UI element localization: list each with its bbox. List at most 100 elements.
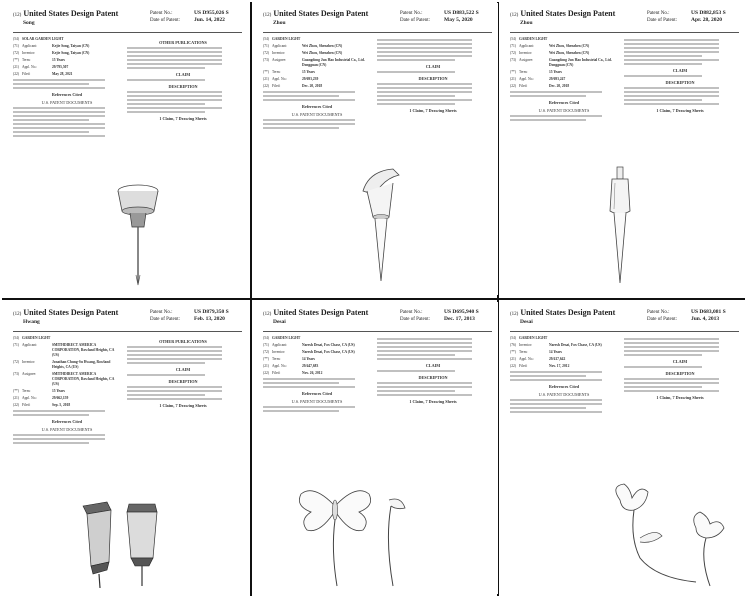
field-assignee: SMITHDIRECT AMERICA CORPORATION, Rowland… bbox=[52, 372, 115, 386]
field-filed: Sep. 5, 2018 bbox=[52, 403, 71, 407]
garden-light-drawing bbox=[362, 168, 400, 282]
claims-footer: 1 Claim, 7 Drawing Sheets bbox=[409, 399, 457, 404]
section-heading: OTHER PUBLICATIONS bbox=[159, 40, 207, 45]
patent-number: US D883,522 S bbox=[444, 10, 479, 16]
section-heading: U.S. PATENT DOCUMENTS bbox=[41, 427, 93, 432]
description-column: CLAIM DESCRIPTION 1 Claim, 7 Drawing She… bbox=[624, 336, 736, 402]
field-title: GARDEN LIGHT bbox=[272, 336, 301, 340]
field-assignee: Guangdong Jun Hao Industrial Co., Ltd. D… bbox=[302, 58, 365, 67]
patent-header-title: United States Design Patent bbox=[520, 9, 616, 18]
section-heading: References Cited bbox=[51, 92, 83, 97]
field-inventor: Wei Zhou, Shenzhen (CN) bbox=[302, 51, 343, 55]
patent-date-label: Date of Patent: bbox=[647, 317, 677, 322]
patent-header-title: United States Design Patent bbox=[520, 308, 616, 317]
field-appl-no: 29/795,507 bbox=[52, 65, 69, 69]
field-applicant: SMITHDIRECT AMERICA CORPORATION, Rowland… bbox=[52, 343, 115, 357]
patent-number: US D695,940 S bbox=[444, 309, 479, 315]
section-heading: CLAIM bbox=[672, 359, 688, 364]
section-heading: References Cited bbox=[548, 384, 580, 389]
patent-date: Apr. 28, 2020 bbox=[691, 17, 722, 23]
patent-header: (12)United States Design Patent Zhou Pat… bbox=[510, 9, 739, 33]
patent-panel-5: (12)United States Design Patent Desai Pa… bbox=[253, 302, 498, 594]
section-heading: U.S. PATENT DOCUMENTS bbox=[291, 399, 343, 404]
patent-date-label: Date of Patent: bbox=[150, 317, 180, 322]
patent-date-label: Date of Patent: bbox=[150, 18, 180, 23]
field-appl-no: 29/417,642 bbox=[549, 357, 566, 361]
patent-number-label: Patent No.: bbox=[400, 11, 423, 16]
field-appl-no: 29/693,247 bbox=[549, 77, 566, 81]
section-heading: References Cited bbox=[301, 391, 333, 396]
patent-date-label: Date of Patent: bbox=[400, 317, 430, 322]
inventor-name: Zhou bbox=[520, 20, 533, 26]
patent-date-label: Date of Patent: bbox=[400, 18, 430, 23]
field-applicant: Wei Zhou, Shenzhen (CN) bbox=[549, 44, 590, 48]
patent-number: US D879,350 S bbox=[194, 309, 229, 315]
patent-header-title: United States Design Patent bbox=[23, 9, 119, 18]
patent-header: (12)United States Design Patent Desai Pa… bbox=[263, 308, 492, 332]
patent-header-title: United States Design Patent bbox=[273, 308, 369, 317]
bibliographic-column: (54)GARDEN LIGHT (71)Applicant:SMITHDIRE… bbox=[13, 336, 121, 446]
field-inventor: Kejie Song, Taiyan (CN) bbox=[52, 51, 90, 55]
patent-header: (12)United States Design Patent Hwang Pa… bbox=[13, 308, 242, 332]
field-title: GARDEN LIGHT bbox=[272, 37, 301, 41]
field-filed: Dec. 20, 2018 bbox=[549, 84, 570, 88]
section-heading: CLAIM bbox=[425, 64, 441, 69]
section-heading: U.S. PATENT DOCUMENTS bbox=[538, 108, 590, 113]
claims-footer: 1 Claim, 7 Drawing Sheets bbox=[656, 108, 704, 113]
patent-header: (12)United States Design Patent Desai Pa… bbox=[510, 308, 739, 332]
patent-panel-1: (12)United States Design Patent Song Pat… bbox=[3, 3, 248, 295]
field-applicant: Naresh Desai, Fox Chase, CA (US) bbox=[302, 343, 355, 347]
field-title: SOLAR GARDEN LIGHT bbox=[22, 37, 64, 41]
inventor-name: Desai bbox=[520, 319, 533, 325]
section-heading: DESCRIPTION bbox=[665, 371, 695, 376]
field-filed: Dec. 20, 2018 bbox=[302, 84, 323, 88]
field-inventor: Wei Zhou, Shenzhen (CN) bbox=[549, 51, 590, 55]
field-inventor: Naresh Desai, Fox Chase, CA (US) bbox=[302, 350, 355, 354]
inventor-name: Desai bbox=[273, 319, 286, 325]
section-heading: CLAIM bbox=[425, 363, 441, 368]
patent-number: US D683,081 S bbox=[691, 309, 726, 315]
field-term: 15 Years bbox=[52, 389, 65, 393]
inventor-name: Hwang bbox=[23, 319, 40, 325]
description-column: OTHER PUBLICATIONS CLAIM DESCRIPTION 1 C… bbox=[127, 37, 239, 123]
field-inventor: Naresh Desai, Fox Chase, CA (US) bbox=[549, 343, 602, 347]
inventor-name: Zhou bbox=[273, 20, 286, 26]
patent-date: Jun. 14, 2022 bbox=[194, 17, 225, 23]
section-heading: References Cited bbox=[548, 100, 580, 105]
patent-header: (12)United States Design Patent Song Pat… bbox=[13, 9, 242, 33]
patent-date: Dec. 17, 2013 bbox=[444, 316, 475, 322]
patent-date: May 5, 2020 bbox=[444, 17, 473, 23]
patent-panel-2: (12)United States Design Patent Zhou Pat… bbox=[253, 3, 498, 295]
field-assignee: Guangdong Jun Hao Industrial Co., Ltd. D… bbox=[549, 58, 612, 67]
patent-number-label: Patent No.: bbox=[400, 310, 423, 315]
field-term: 14 Years bbox=[549, 350, 562, 354]
section-heading: U.S. PATENT DOCUMENTS bbox=[538, 392, 590, 397]
field-term: 15 Years bbox=[549, 70, 562, 74]
description-column: CLAIM DESCRIPTION 1 Claim, 7 Drawing She… bbox=[377, 37, 489, 115]
patent-date: Feb. 13, 2020 bbox=[194, 316, 225, 322]
field-term: 14 Years bbox=[302, 357, 315, 361]
patent-number: US D882,853 S bbox=[691, 10, 726, 16]
flower-garden-light-drawing bbox=[615, 483, 725, 587]
field-term: 15 Years bbox=[52, 58, 65, 62]
garden-light-photo-drawing bbox=[82, 501, 158, 589]
field-filed: Nov. 26, 2012 bbox=[302, 371, 323, 375]
field-appl-no: 29/662,159 bbox=[52, 396, 69, 400]
patent-number: US D955,026 S bbox=[194, 10, 229, 16]
section-heading: CLAIM bbox=[672, 68, 688, 73]
field-appl-no: 29/447,683 bbox=[302, 364, 319, 368]
patent-panel-3: (12)United States Design Patent Zhou Pat… bbox=[500, 3, 745, 295]
section-heading: U.S. PATENT DOCUMENTS bbox=[41, 100, 93, 105]
section-heading: References Cited bbox=[51, 419, 83, 424]
patent-number-label: Patent No.: bbox=[647, 11, 670, 16]
bibliographic-column: (54)GARDEN LIGHT (71)Applicant:Wei Zhou,… bbox=[263, 37, 371, 131]
claims-footer: 1 Claim, 7 Drawing Sheets bbox=[656, 395, 704, 400]
field-applicant: Wei Zhou, Shenzhen (CN) bbox=[302, 44, 343, 48]
claims-footer: 1 Claim, 7 Drawing Sheets bbox=[159, 116, 207, 121]
patent-number-label: Patent No.: bbox=[150, 310, 173, 315]
field-inventor: Jonathan Chung-Su Hwang, Rowland Heights… bbox=[52, 360, 111, 369]
patent-number-label: Patent No.: bbox=[150, 11, 173, 16]
field-appl-no: 29/693,239 bbox=[302, 77, 319, 81]
section-heading: CLAIM bbox=[175, 367, 191, 372]
patent-date: Jun. 4, 2013 bbox=[691, 316, 720, 322]
